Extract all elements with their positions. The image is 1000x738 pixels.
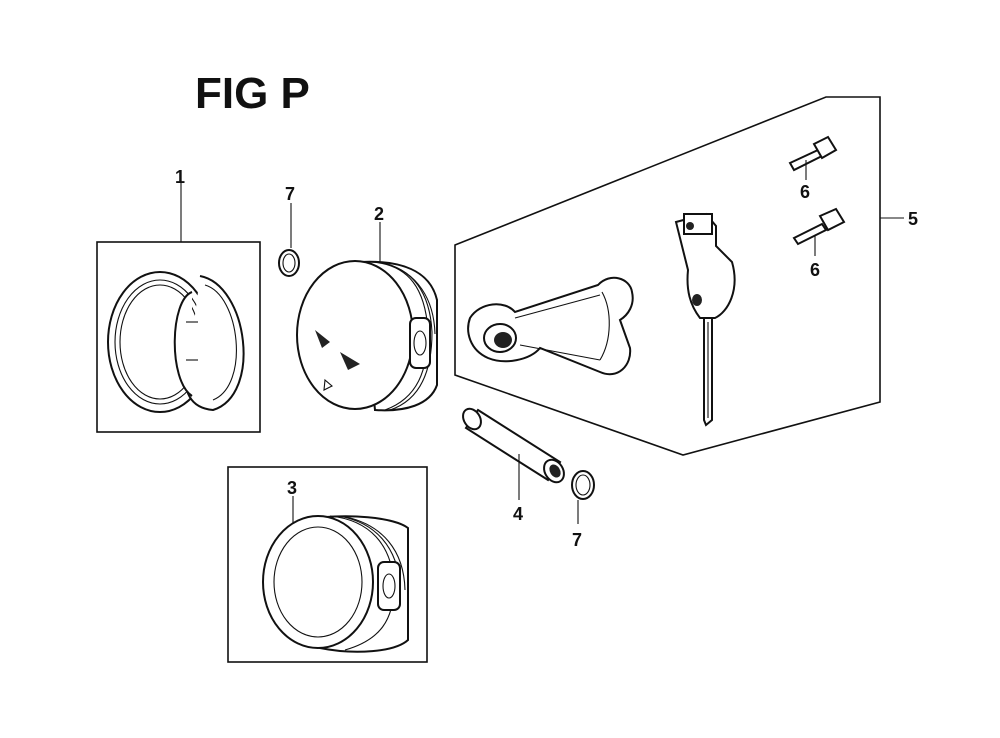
callout-6-upper: 6 (800, 182, 810, 202)
piston-assembly (227, 466, 428, 663)
callout-2: 2 (374, 204, 384, 224)
piston-icon (296, 260, 438, 412)
ring-set-box (96, 241, 261, 433)
piston-box (227, 466, 428, 663)
connecting-rod-icon (467, 276, 634, 376)
callout-7-lower: 7 (572, 530, 582, 550)
callout-1: 1 (175, 167, 185, 187)
piston-pin (462, 407, 565, 500)
bolt-upper (788, 135, 838, 180)
callout-4: 4 (513, 504, 523, 524)
circlip-icon (278, 249, 300, 277)
piston-skirt-icon (262, 515, 409, 653)
connecting-rod-assembly (454, 96, 904, 456)
circlip-upper (278, 203, 300, 277)
assembly-outline (454, 96, 881, 456)
piston-ring-set (96, 180, 261, 433)
figure-title: FIG P (195, 69, 310, 118)
callout-5: 5 (908, 209, 918, 229)
callout-6-lower: 6 (810, 260, 820, 280)
piston-part (296, 222, 438, 412)
bolt-lower (792, 207, 846, 256)
piston-pin-icon (462, 407, 565, 484)
callout-7-upper: 7 (285, 184, 295, 204)
bolt-icon (792, 222, 828, 246)
piston-rings-icon (107, 271, 245, 413)
rod-cap-icon (674, 212, 736, 427)
circlip-lower (571, 470, 595, 524)
callout-3: 3 (287, 478, 297, 498)
